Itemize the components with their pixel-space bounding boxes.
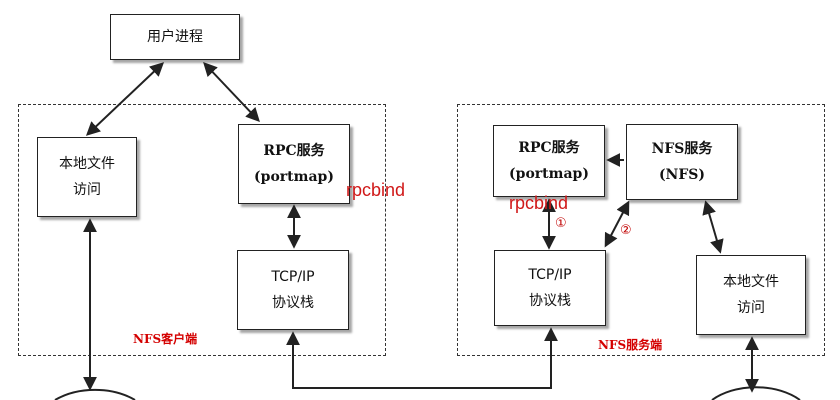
nfs-client-group — [18, 104, 386, 356]
client-local-fs-box: 本地文件 访问 — [37, 137, 137, 217]
nfs-server-label: NFS服务端 — [598, 338, 663, 352]
server-rpc-box: RPC服务 (portmap) — [493, 125, 605, 197]
nfs-client-label: NFS客户端 — [133, 332, 198, 346]
server-tcp-line2: 协议栈 — [529, 293, 571, 309]
client-rpc-line1: RPC服务 — [263, 143, 325, 159]
user-process-box: 用户进程 — [110, 14, 240, 60]
nfs-server-group — [457, 104, 825, 356]
client-local-fs-line2: 访问 — [73, 182, 101, 198]
server-local-fs-line1: 本地文件 — [723, 274, 779, 290]
server-nfs-box: NFS服务 (NFS) — [626, 124, 738, 200]
rpcbind-annotation-1: rpcbind — [346, 180, 406, 200]
arrow-tcp-link — [286, 327, 558, 389]
server-disk-arc — [711, 386, 801, 400]
client-tcp-box: TCP/IP 协议栈 — [237, 250, 349, 330]
server-local-fs-line2: 访问 — [737, 300, 765, 316]
server-nfs-line1: NFS服务 — [651, 141, 713, 157]
server-nfs-line2: (NFS) — [658, 167, 706, 183]
rpcbind-annotation-2: rpcbind — [509, 193, 569, 213]
server-rpc-line2: (portmap) — [509, 166, 589, 182]
client-disk-arc — [54, 388, 136, 400]
client-rpc-line2: (portmap) — [254, 169, 334, 185]
arrow-nfs-to-tcp — [604, 200, 630, 248]
arrow-user-to-local-fs — [85, 62, 165, 136]
step-1-marker: ① — [555, 216, 567, 231]
step-2-marker: ② — [620, 223, 632, 238]
arrow-user-to-client-rpc — [203, 61, 260, 123]
client-rpc-box: RPC服务 (portmap) — [238, 124, 350, 204]
client-tcp-line1: TCP/IP — [271, 269, 315, 285]
server-rpc-line1: RPC服务 — [518, 140, 580, 156]
user-process-label: 用户进程 — [147, 29, 203, 45]
server-local-fs-box: 本地文件 访问 — [696, 255, 806, 335]
client-tcp-line2: 协议栈 — [272, 295, 314, 311]
client-local-fs-line1: 本地文件 — [59, 156, 115, 172]
server-tcp-box: TCP/IP 协议栈 — [494, 250, 606, 326]
server-tcp-line1: TCP/IP — [528, 267, 572, 283]
arrow-nfs-to-local-fs — [702, 200, 724, 254]
